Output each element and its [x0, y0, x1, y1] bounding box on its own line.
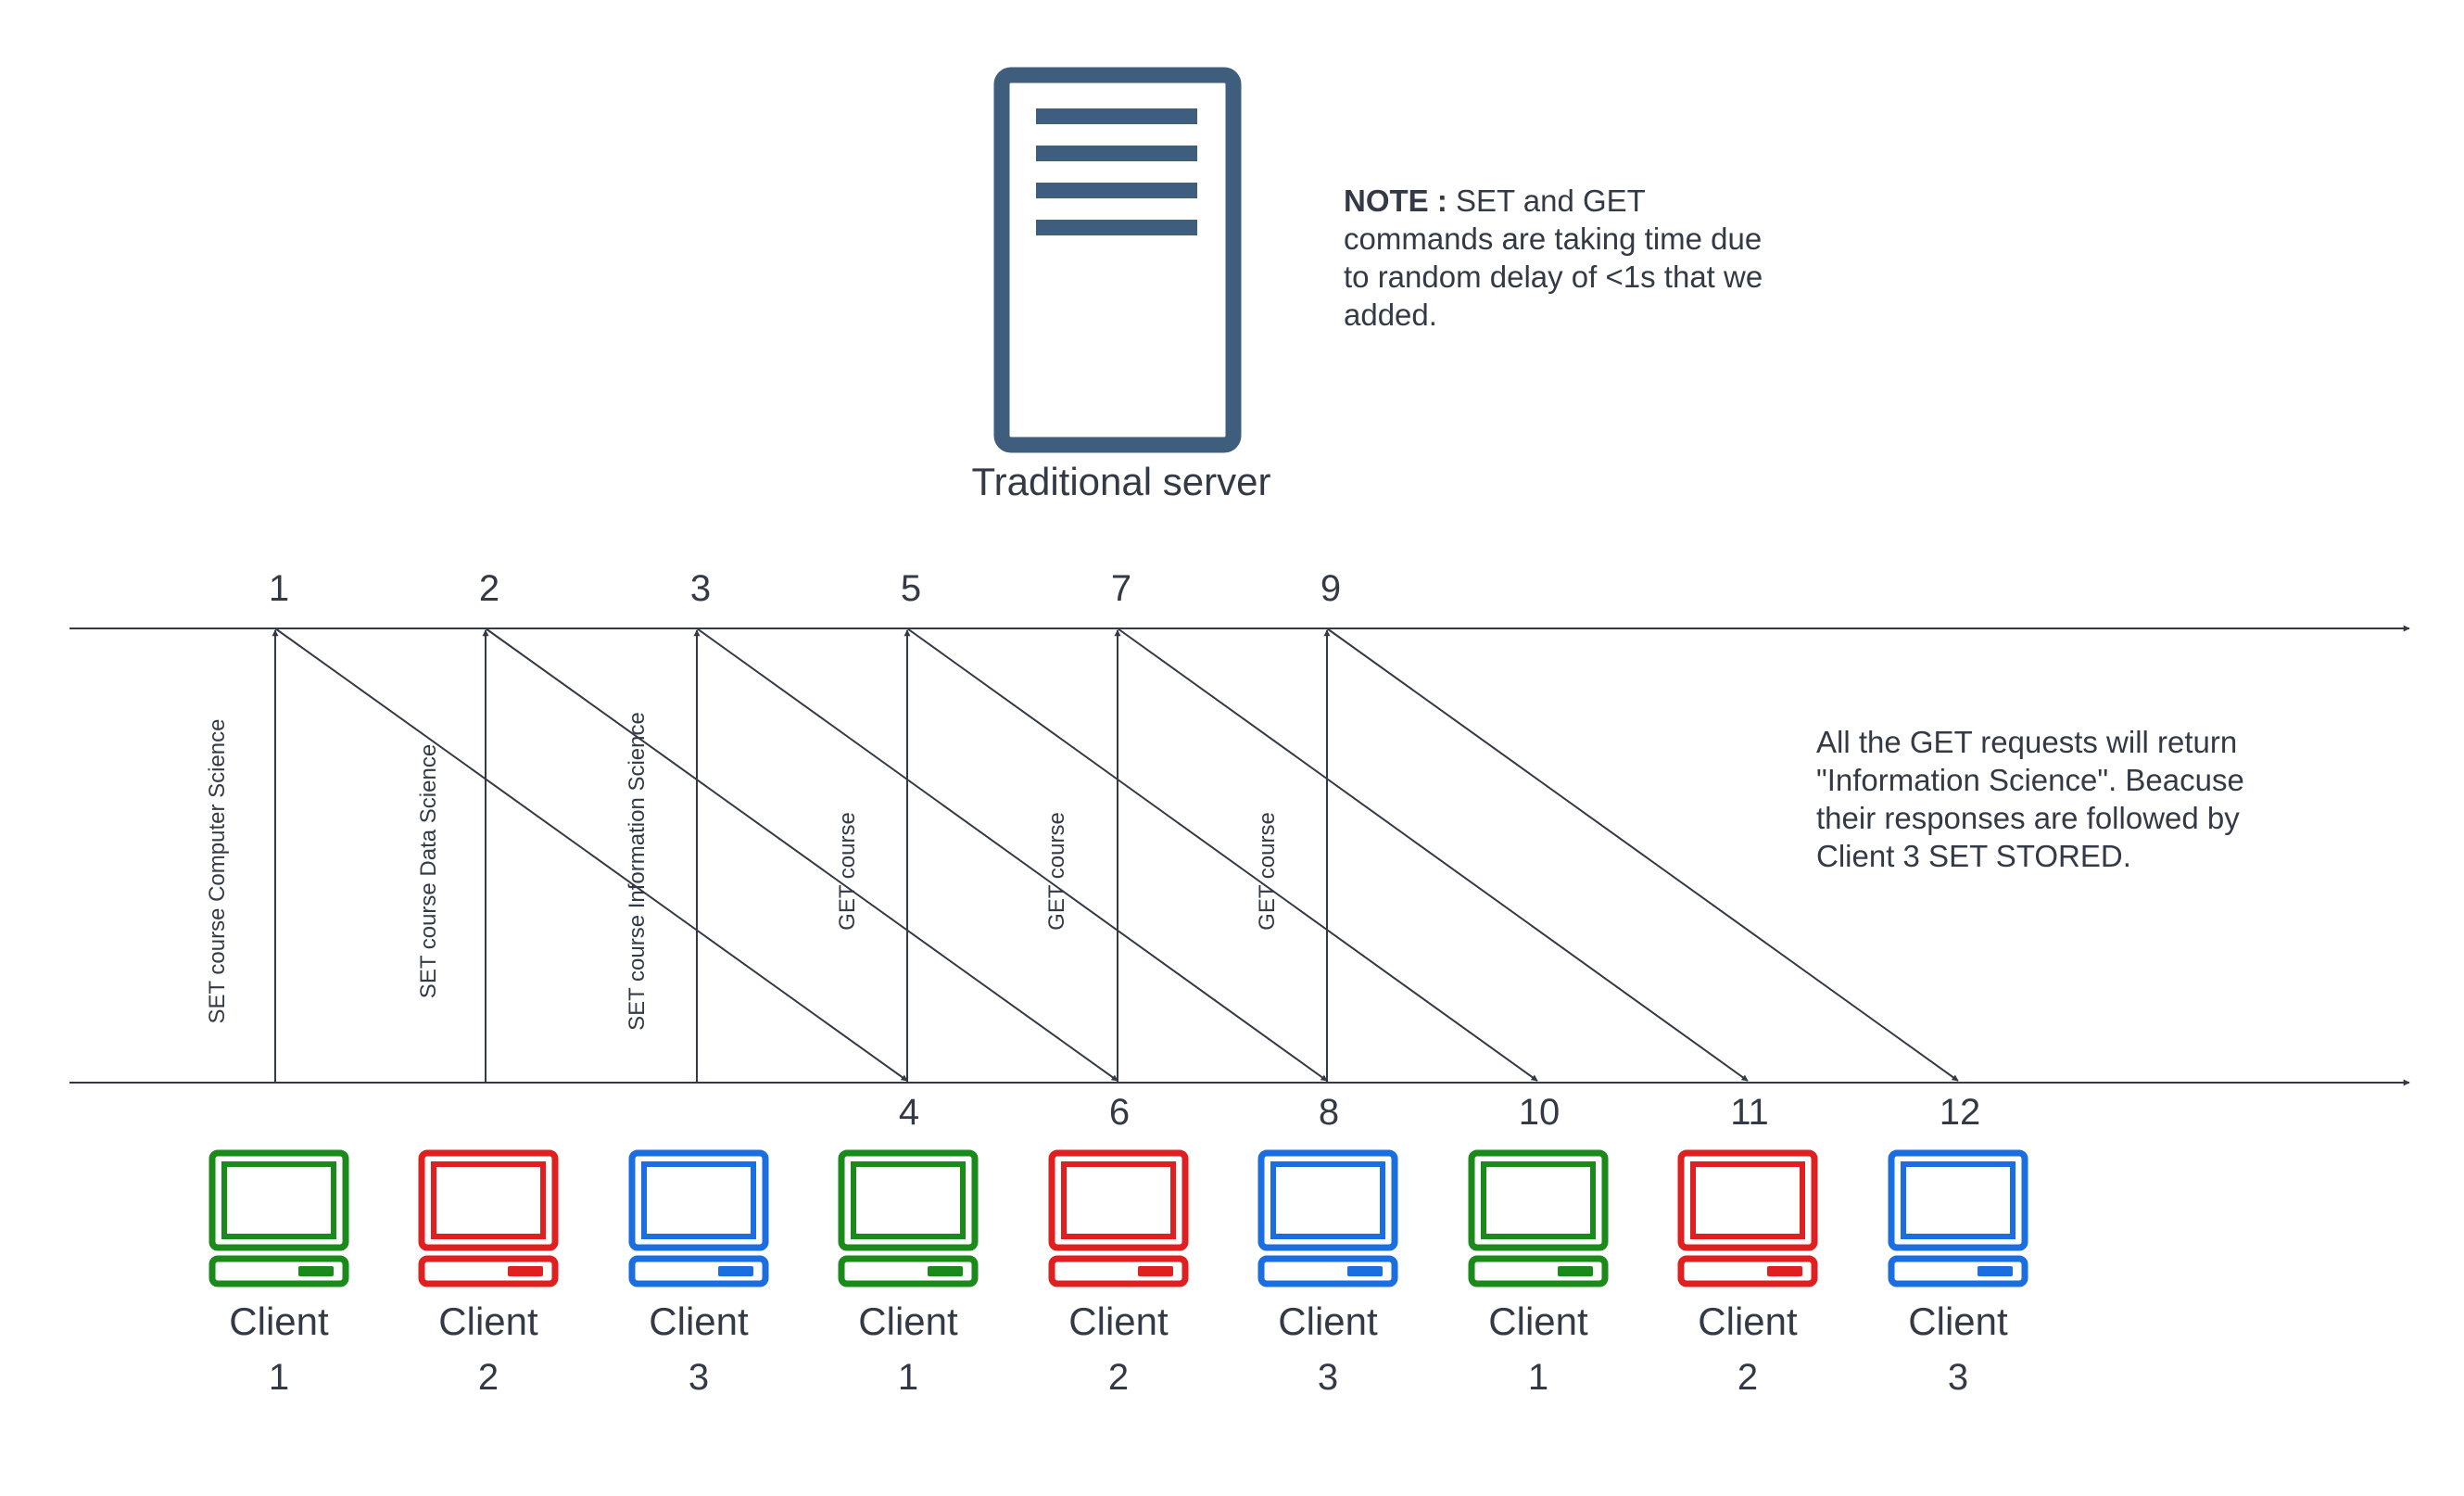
client: Client 2	[418, 1149, 559, 1398]
client-number: 1	[269, 1357, 289, 1398]
client-number: 3	[1318, 1357, 1338, 1398]
computer-icon	[628, 1149, 769, 1287]
client-number: 2	[1737, 1357, 1758, 1398]
client-name: Client	[1278, 1299, 1378, 1343]
client-name: Client	[858, 1299, 958, 1343]
client-name: Client	[438, 1299, 538, 1343]
client-number: 3	[1948, 1357, 1968, 1398]
server-icon	[993, 67, 1242, 453]
client-number: 1	[1528, 1357, 1548, 1398]
computer-icon	[1468, 1149, 1609, 1287]
client: Client 3	[1257, 1149, 1398, 1398]
request-label: GET course	[1044, 812, 1069, 931]
client: Client 2	[1048, 1149, 1189, 1398]
note-box: NOTE : SET and GET commands are taking t…	[1344, 182, 1770, 334]
response-arrow	[1117, 628, 1749, 1082]
computer-icon	[1888, 1149, 2028, 1287]
client-number: 3	[689, 1357, 709, 1398]
step-number: 4	[899, 1092, 919, 1133]
client: Client 1	[838, 1149, 979, 1398]
client-name: Client	[649, 1299, 749, 1343]
computer-icon	[1048, 1149, 1189, 1287]
note-label: NOTE :	[1344, 184, 1447, 218]
top-step-numbers: 1 2 3 5 7 9	[269, 568, 1341, 609]
note-body: SET and GET commands are taking time due…	[1344, 184, 1763, 332]
step-number: 5	[901, 568, 921, 609]
step-number: 9	[1320, 568, 1341, 609]
server-label: Traditional server	[971, 460, 1271, 503]
client-number: 1	[898, 1357, 918, 1398]
step-number: 12	[1940, 1092, 1981, 1133]
computer-icon	[1257, 1149, 1398, 1287]
request-label: SET course Information Science	[625, 712, 650, 1031]
request-labels: SET course Computer Science SET course Da…	[205, 712, 1280, 1031]
step-number: 2	[479, 568, 499, 609]
step-number: 10	[1519, 1092, 1561, 1133]
response-arrow	[1326, 628, 1959, 1082]
client-name: Client	[1698, 1299, 1798, 1343]
step-number: 11	[1730, 1092, 1769, 1133]
client-name: Client	[1488, 1299, 1588, 1343]
client: Client 1	[208, 1149, 349, 1398]
step-number: 8	[1319, 1092, 1339, 1133]
request-label: GET course	[1255, 812, 1280, 931]
computer-icon	[838, 1149, 979, 1287]
step-number: 3	[690, 568, 711, 609]
step-number: 6	[1109, 1092, 1130, 1133]
computer-icon	[1677, 1149, 1818, 1287]
client-number: 2	[478, 1357, 499, 1398]
client-name: Client	[1068, 1299, 1169, 1343]
step-number: 7	[1111, 568, 1131, 609]
client-number: 2	[1108, 1357, 1129, 1398]
request-label: SET course Computer Science	[205, 718, 230, 1023]
timelines	[69, 625, 2410, 1086]
message-arrows	[272, 628, 1959, 1083]
get-requests-note: All the GET requests will return "Inform…	[1816, 725, 2244, 873]
response-arrow	[696, 628, 1328, 1082]
client-name: Client	[229, 1299, 329, 1343]
clients: Client1Client2Client3Client1Client2Clien…	[208, 1149, 2028, 1398]
request-label: GET course	[835, 812, 860, 931]
client: Client 3	[628, 1149, 769, 1398]
client: Client 1	[1468, 1149, 1609, 1398]
response-arrow	[274, 628, 908, 1082]
step-number: 1	[269, 568, 289, 609]
computer-icon	[208, 1149, 349, 1287]
client: Client 2	[1677, 1149, 1818, 1398]
response-arrow	[906, 628, 1538, 1082]
response-arrow	[485, 628, 1118, 1082]
request-label: SET course Data Science	[416, 744, 441, 998]
computer-icon	[418, 1149, 559, 1287]
bottom-step-numbers: 4 6 8 10 11 12	[899, 1092, 1980, 1133]
client-name: Client	[1908, 1299, 2008, 1343]
client: Client 3	[1888, 1149, 2028, 1398]
